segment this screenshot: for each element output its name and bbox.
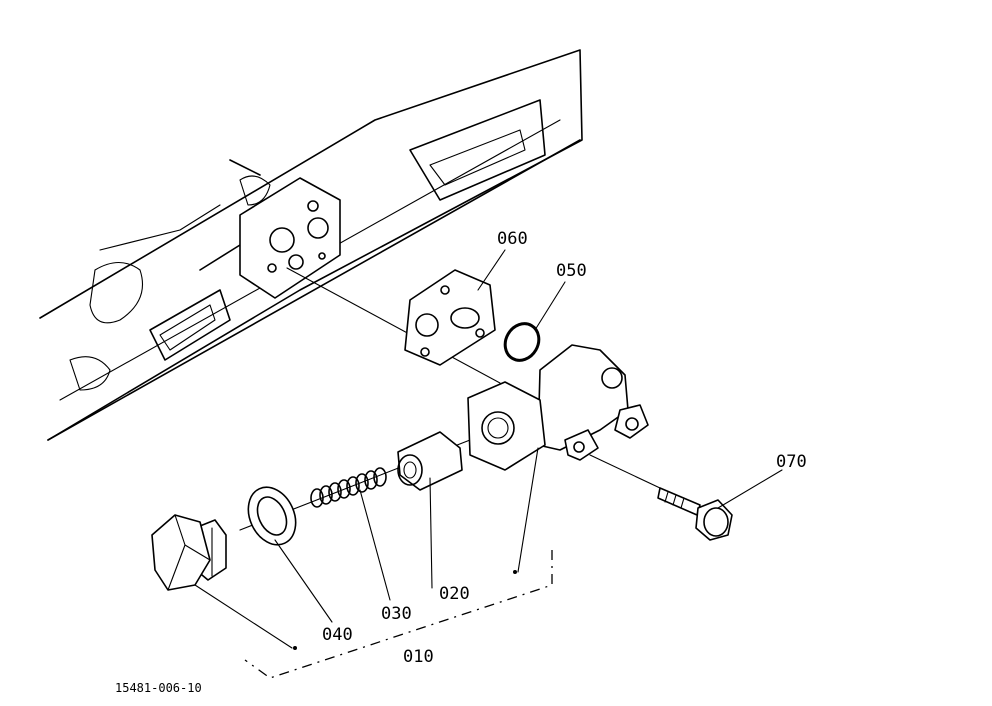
callout-070: 070 (776, 452, 807, 472)
callout-020: 020 (439, 584, 470, 604)
engine-block (39, 49, 583, 441)
valve-plunger (397, 431, 463, 491)
callout-040: 040 (322, 625, 353, 645)
valve-body (467, 344, 649, 471)
block-mounting-face (239, 177, 341, 299)
callout-030: 030 (381, 604, 412, 624)
gasket (404, 269, 496, 366)
leader-lines (194, 249, 783, 649)
figure-code: 15481-006-10 (115, 681, 202, 695)
hex-plug (151, 514, 227, 591)
sealing-washer (247, 486, 297, 546)
flange-bolt (657, 487, 733, 541)
callout-010: 010 (403, 647, 434, 667)
assembly-bracket (244, 550, 553, 679)
o-ring (503, 322, 541, 362)
callout-050: 050 (556, 261, 587, 281)
coil-spring (310, 467, 387, 508)
callout-060: 060 (497, 229, 528, 249)
